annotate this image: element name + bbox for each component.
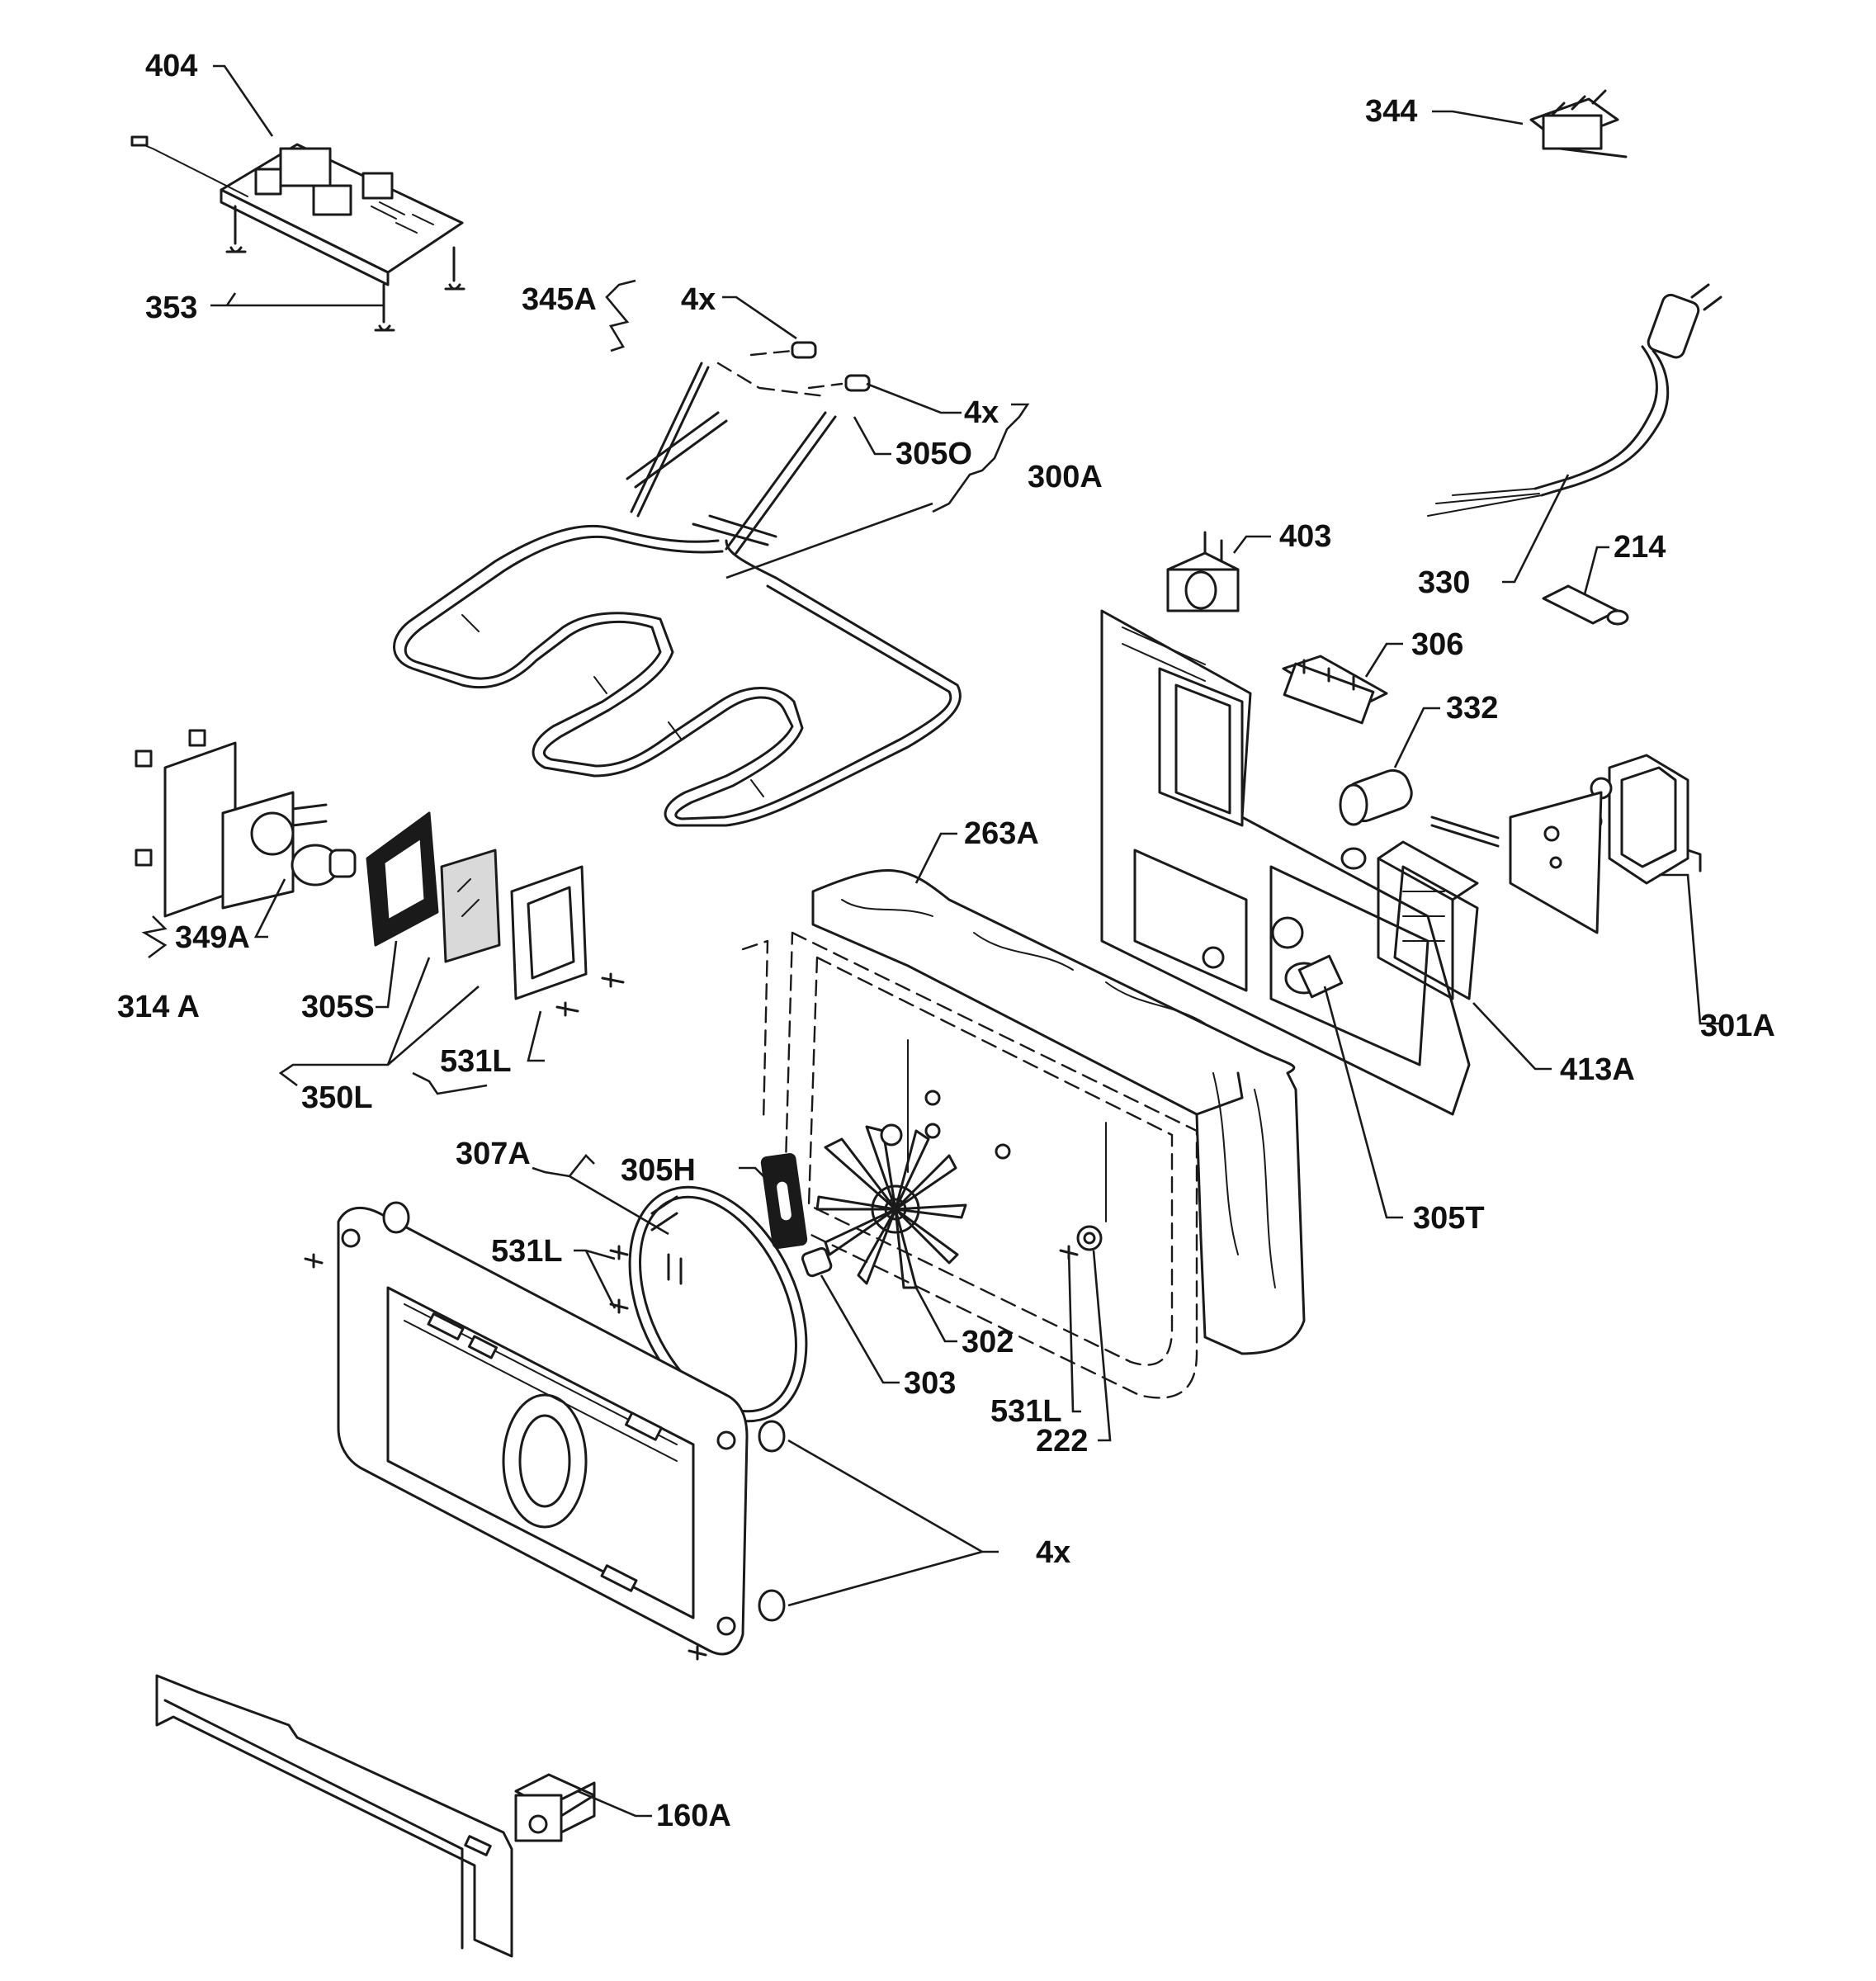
gasket-305H — [760, 1153, 808, 1249]
lamp-glass-350L — [440, 849, 501, 963]
label-303: 303 — [904, 1366, 956, 1401]
switch-344 — [1529, 89, 1628, 158]
label-353: 353 — [145, 291, 197, 325]
relay-403 — [1166, 531, 1240, 612]
label-4x-right: 4x — [964, 395, 999, 430]
label-413A: 413A — [1560, 1052, 1635, 1087]
label-301A: 301A — [1700, 1009, 1775, 1043]
front-frame — [155, 1674, 513, 1958]
label-404: 404 — [145, 49, 197, 83]
label-344: 344 — [1365, 94, 1417, 129]
label-307A: 307A — [456, 1137, 531, 1171]
label-332: 332 — [1446, 691, 1498, 726]
terminal-block-306 — [1282, 655, 1388, 725]
leader-lines — [141, 64, 1721, 1818]
lamp-bulb-349A — [291, 844, 357, 886]
label-345A: 345A — [522, 282, 597, 317]
label-350L: 350L — [301, 1080, 373, 1115]
label-300A: 300A — [1028, 460, 1103, 494]
label-305H: 305H — [621, 1153, 696, 1188]
insulation-263A — [811, 869, 1306, 1355]
door-switch-160A — [514, 1773, 596, 1842]
label-314A: 314 A — [117, 990, 200, 1024]
oven-cavity-outline — [741, 931, 1198, 1399]
frame-413A — [1377, 840, 1479, 1000]
power-cord-330 — [1427, 283, 1722, 517]
label-305S: 305S — [301, 990, 375, 1024]
bearing-222 — [880, 1123, 1103, 1251]
label-263A: 263A — [964, 816, 1039, 851]
label-160A: 160A — [656, 1799, 731, 1833]
capacitor-332 — [1339, 768, 1413, 870]
nut-303 — [801, 1246, 833, 1278]
circular-element-307A — [628, 1185, 808, 1423]
label-531L-right: 531L — [990, 1394, 1062, 1429]
label-305O: 305O — [895, 437, 972, 471]
label-222: 222 — [1036, 1424, 1088, 1459]
label-4x-spacers: 4x — [1036, 1535, 1070, 1570]
label-4x-top: 4x — [681, 282, 716, 317]
label-305T: 305T — [1413, 1201, 1485, 1236]
lamp-frame — [510, 865, 625, 1017]
lamp-holder-314A — [135, 729, 328, 918]
control-board-404 — [130, 135, 464, 286]
fan-cover-panel — [337, 1206, 749, 1656]
label-403: 403 — [1279, 519, 1331, 554]
support-pins-353 — [225, 205, 465, 332]
label-531L-left: 531L — [440, 1044, 512, 1079]
rear-panel — [1100, 609, 1471, 1116]
label-214: 214 — [1614, 530, 1666, 565]
motor-301A — [1583, 754, 1702, 885]
spacers-4x — [382, 1201, 786, 1622]
label-349A: 349A — [175, 920, 250, 955]
grill-element-300A — [393, 362, 962, 827]
gasket-305S — [366, 811, 439, 947]
label-302: 302 — [962, 1325, 1014, 1359]
label-330: 330 — [1418, 565, 1470, 600]
label-306: 306 — [1411, 627, 1463, 662]
bushing-305T — [1284, 954, 1344, 999]
fixing-brackets-4x — [716, 341, 871, 398]
bracket-plate — [1430, 791, 1603, 934]
sensor-214 — [1542, 584, 1629, 626]
label-531L-center: 531L — [491, 1234, 563, 1269]
fan-302 — [815, 1125, 967, 1289]
part-labels: 404 344 353 345A 4x 4x 305O 300A 403 214… — [117, 49, 1775, 1833]
